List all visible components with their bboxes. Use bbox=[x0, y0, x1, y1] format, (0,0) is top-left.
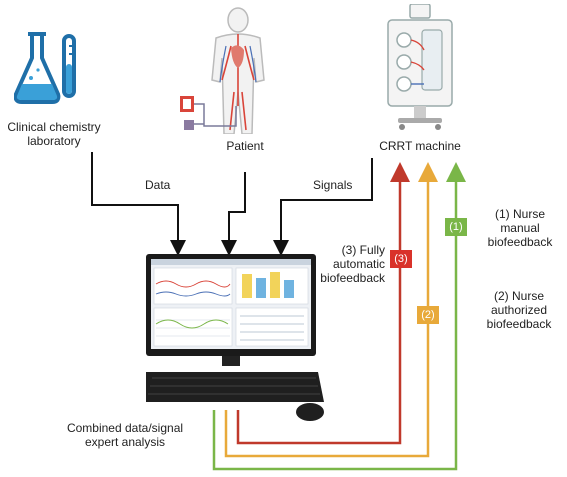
patient-label: Patient bbox=[226, 139, 264, 153]
badge-orange: (2) bbox=[417, 306, 439, 324]
badge-green: (1) bbox=[445, 218, 467, 236]
nurse-manual-label: (1) Nurse manual biofeedback bbox=[487, 207, 553, 249]
fully-auto-label: (3) Fully automatic biofeedback bbox=[320, 243, 385, 285]
green-feedback-loop bbox=[212, 162, 466, 471]
nurse-authorized-label: (2) Nurse authorized biofeedback bbox=[486, 289, 552, 331]
lab-label: Clinical chemistry laboratory bbox=[7, 120, 101, 148]
combined-analysis-label: Combined data/signal expert analysis bbox=[66, 421, 184, 449]
patient-arrow bbox=[221, 172, 246, 256]
data-arrow bbox=[91, 152, 186, 256]
crrt-label: CRRT machine bbox=[379, 139, 461, 153]
signals-arrow bbox=[273, 158, 373, 256]
lab-flask-icon bbox=[14, 32, 76, 104]
computer-workstation bbox=[146, 254, 324, 421]
red-feedback-loop bbox=[236, 162, 410, 445]
crrt-machine-icon bbox=[387, 4, 453, 130]
patient-body-icon bbox=[180, 7, 265, 134]
data-label: Data bbox=[145, 178, 171, 192]
signals-label: Signals bbox=[313, 178, 353, 192]
badge-red: (3) bbox=[390, 250, 412, 268]
